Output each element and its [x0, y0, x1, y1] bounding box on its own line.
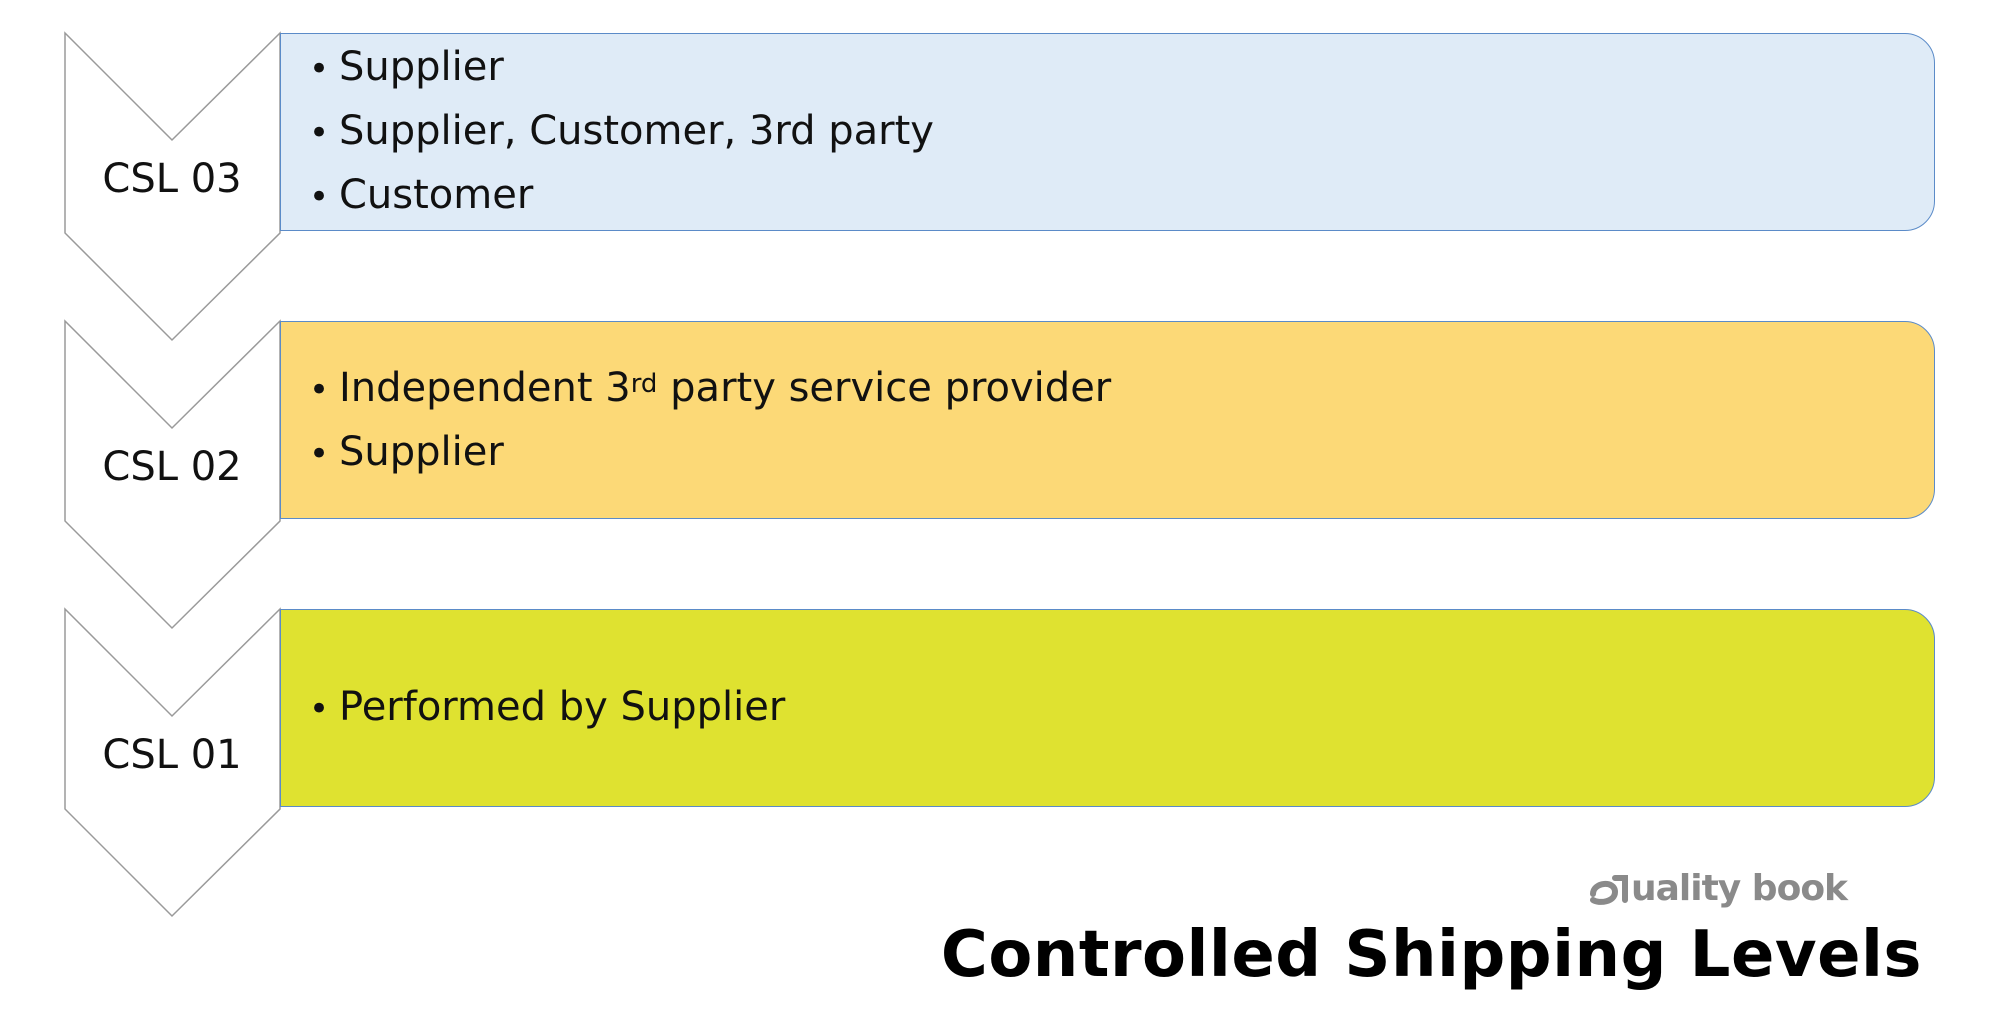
- bullet-icon: •: [309, 434, 330, 474]
- level-item: •Performed by Supplier: [309, 676, 785, 740]
- chevron-arrow-csl-01: [64, 607, 281, 918]
- level-item: •Supplier: [309, 421, 1111, 485]
- level-box-csl-02: •Independent 3rd party service provider …: [280, 321, 1935, 519]
- chevron-arrow-csl-02: [64, 319, 281, 630]
- quality-book-logo: uality book: [1585, 868, 1848, 918]
- level-item-superscript: rd: [630, 369, 658, 399]
- level-item: •Independent 3rd party service provider: [309, 357, 1111, 421]
- level-item-text: Performed by Supplier: [339, 684, 786, 730]
- level-label-csl-01: CSL 01: [102, 732, 242, 778]
- bullet-icon: •: [309, 689, 330, 729]
- level-items-csl-01: •Performed by Supplier: [309, 676, 785, 740]
- bullet-icon: •: [309, 370, 330, 410]
- level-item-text: Customer: [339, 172, 534, 218]
- level-items-csl-02: •Independent 3rd party service provider …: [309, 357, 1111, 485]
- quality-book-logo-mark-icon: [1590, 875, 1628, 905]
- level-items-csl-03: •Supplier •Supplier, Customer, 3rd party…: [309, 36, 934, 228]
- level-label-csl-02: CSL 02: [102, 444, 242, 490]
- level-item-text: Supplier, Customer, 3rd party: [339, 108, 934, 154]
- level-item: •Supplier: [309, 36, 934, 100]
- bullet-icon: •: [309, 113, 330, 153]
- level-item-text-continued: party service provider: [657, 365, 1112, 411]
- level-item: •Customer: [309, 164, 934, 228]
- bullet-icon: •: [309, 177, 330, 217]
- logo-text: uality book: [1631, 868, 1848, 909]
- level-box-csl-03: •Supplier •Supplier, Customer, 3rd party…: [280, 33, 1935, 231]
- chevron-arrow-csl-03: [64, 31, 281, 342]
- level-label-csl-03: CSL 03: [102, 156, 242, 202]
- page-title: Controlled Shipping Levels: [940, 918, 1922, 992]
- level-item-text: Supplier: [339, 429, 504, 475]
- level-item-text: Supplier: [339, 44, 504, 90]
- level-item: •Supplier, Customer, 3rd party: [309, 100, 934, 164]
- bullet-icon: •: [309, 49, 330, 89]
- level-box-csl-01: •Performed by Supplier: [280, 609, 1935, 807]
- level-item-text: Independent 3: [339, 365, 631, 411]
